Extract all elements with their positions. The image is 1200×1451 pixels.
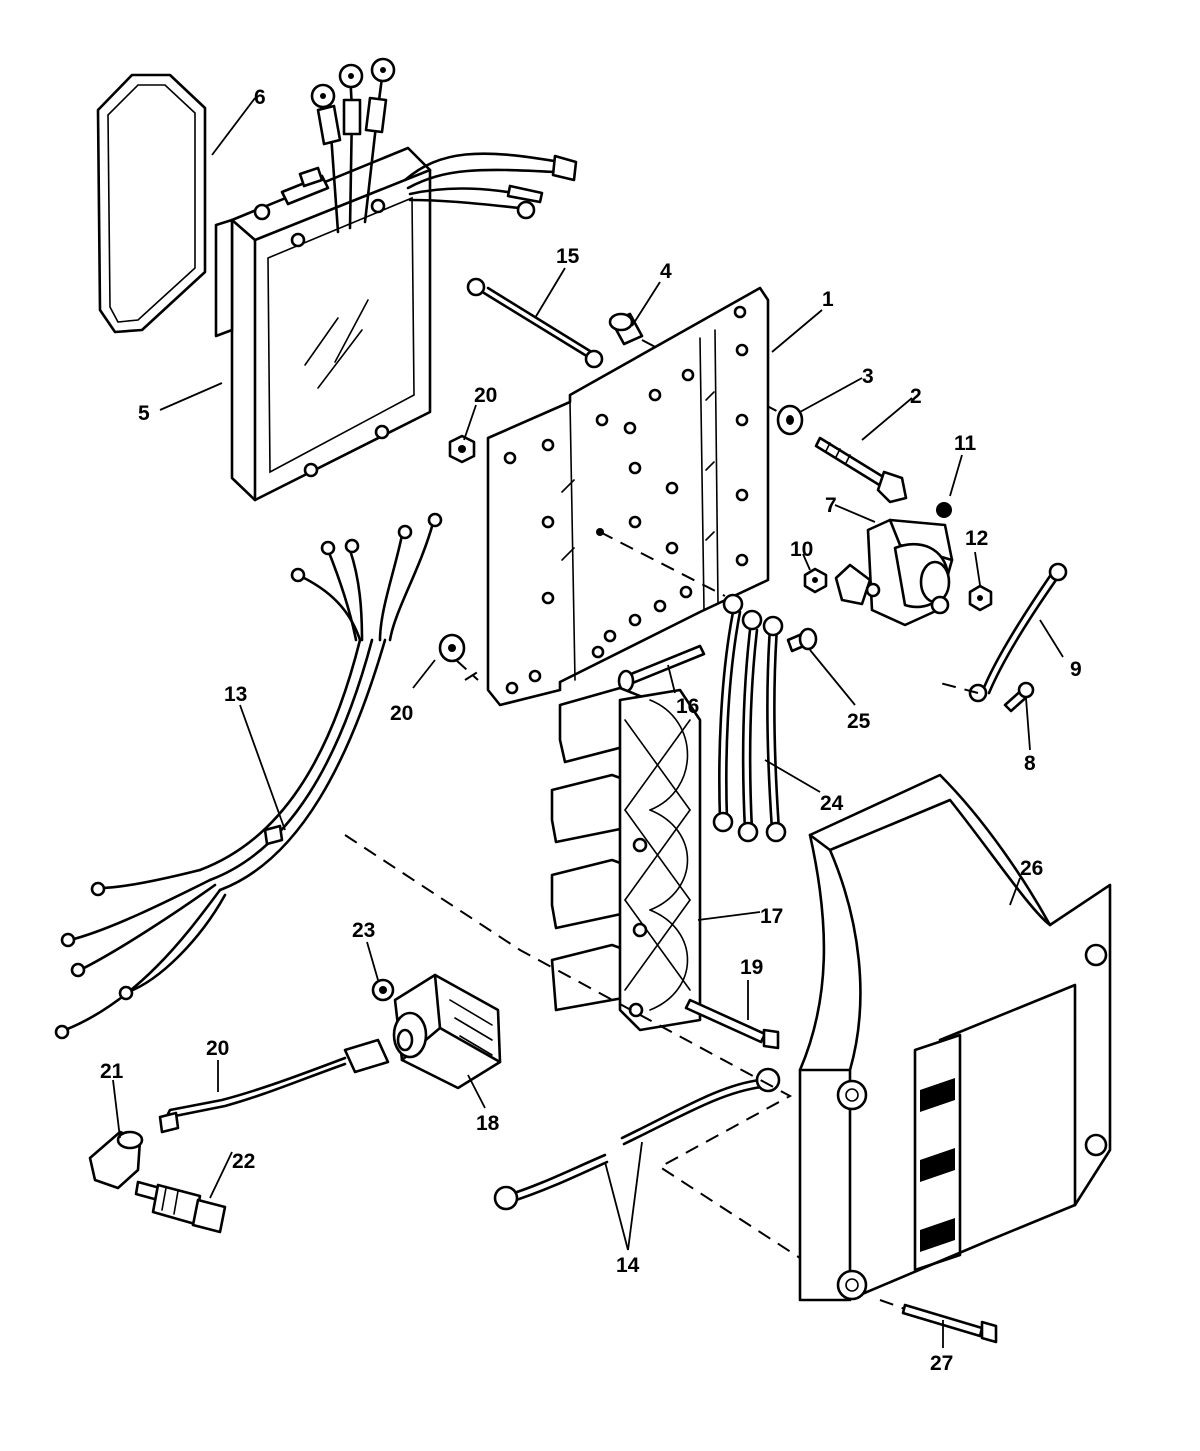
callout-28: 27 [930,1352,953,1375]
part-21-high-tension-lead [158,1038,390,1134]
part-6-gasket [96,73,207,334]
part-26-screw [786,627,818,653]
part-17-coil-bracket [550,686,702,1032]
callout-11: 11 [954,432,977,455]
callout-27: 26 [1020,857,1043,880]
part-24-nut [371,978,395,1002]
callout-17: 17 [760,905,783,928]
callout-20-upper: 20 [474,384,497,407]
callout-25: 24 [820,792,844,815]
callout-7: 7 [825,494,837,517]
callout-3: 3 [862,365,874,388]
part-8-screw [1003,681,1035,713]
callout-4: 4 [660,260,672,283]
part-12-nut [968,584,993,612]
part-28-screw [879,1299,998,1344]
callout-24: 23 [352,919,375,942]
callout-6: 6 [254,86,266,109]
callout-18: 18 [476,1112,500,1135]
callout-labels: 6 5 15 4 1 3 2 20 11 7 10 12 9 8 25 24 1… [100,86,1082,1375]
part-5-switch-box [214,57,578,502]
leader-lines [112,97,1064,1348]
part-27-cover [798,773,1112,1302]
callout-23: 22 [232,1150,255,1173]
callout-12: 12 [965,527,988,550]
part-10-nut [803,567,828,594]
part-18-ignition-coil [392,973,502,1090]
part-23-spark-plug [134,1180,227,1234]
callout-8: 8 [1024,752,1036,775]
callout-10: 10 [790,538,813,561]
part-14-ground-wires [344,834,801,1259]
callout-13: 13 [224,683,247,706]
part-3-washer [776,404,804,436]
part-20-nut-upper [448,434,476,464]
part-7-starter-solenoid [834,518,954,627]
callout-15: 15 [556,245,580,268]
part-9-cable [939,562,1068,703]
callout-26: 25 [847,710,871,733]
callout-19: 19 [740,956,763,979]
part-16-screw [617,644,706,693]
callout-22: 21 [100,1060,124,1083]
part-20-nut-lower [438,633,479,681]
part-25-jumper-wires [712,593,787,843]
part-1-mounting-plate [464,286,770,707]
callout-14: 14 [616,1254,640,1277]
part-15-ground-strap [466,277,604,369]
callout-1: 1 [822,288,834,311]
part-11-nut [936,502,952,518]
callout-2: 2 [910,385,922,408]
callout-16: 16 [676,695,699,718]
part-19-screw [684,998,780,1050]
part-22-spark-plug-boot [88,1130,144,1190]
callout-9: 9 [1070,658,1082,681]
callout-21: 20 [206,1037,229,1060]
callout-5: 5 [138,402,150,425]
callout-20-lower: 20 [390,702,413,725]
part-2-bolt [814,436,908,504]
part-13-wire-harness [54,512,443,1040]
